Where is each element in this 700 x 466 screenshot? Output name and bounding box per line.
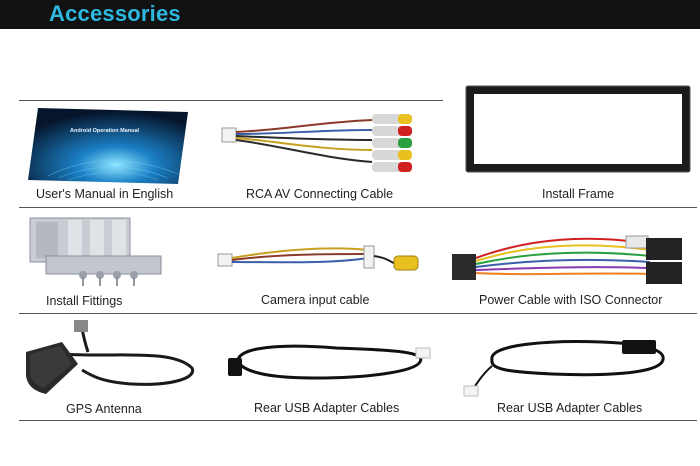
label-rear-usb-adapter-1: Rear USB Adapter Cables bbox=[254, 401, 400, 415]
rear-usb-adapter-cable-image-1 bbox=[228, 344, 431, 380]
gps-antenna-image bbox=[26, 320, 195, 394]
user-manual-image: Android Operation Manual bbox=[28, 108, 188, 184]
power-cable-iso-image bbox=[452, 235, 682, 284]
label-rear-usb-adapter-2: Rear USB Adapter Cables bbox=[497, 401, 643, 415]
camera-input-cable-image bbox=[217, 245, 419, 271]
row-divider-3 bbox=[19, 313, 697, 314]
row-divider-2 bbox=[19, 207, 697, 208]
row-divider-1 bbox=[19, 100, 443, 101]
label-users-manual: User's Manual in English bbox=[36, 187, 174, 201]
label-gps-antenna: GPS Antenna bbox=[66, 402, 142, 416]
rear-usb-adapter-cable-image-2 bbox=[463, 340, 665, 397]
label-install-frame: Install Frame bbox=[542, 187, 615, 201]
install-fittings-image bbox=[29, 217, 162, 286]
label-camera-input-cable: Camera input cable bbox=[261, 293, 370, 307]
header-bar: Accessories bbox=[0, 0, 700, 29]
page-title: Accessories bbox=[49, 1, 181, 26]
row-divider-4 bbox=[19, 420, 697, 421]
install-frame-image bbox=[465, 85, 691, 173]
label-power-cable-iso: Power Cable with ISO Connector bbox=[479, 293, 663, 307]
label-rca-av-cable: RCA AV Connecting Cable bbox=[246, 187, 394, 201]
label-install-fittings: Install Fittings bbox=[46, 294, 123, 308]
rca-av-cable-image bbox=[221, 114, 412, 172]
manual-cover-title: Android Operation Manual bbox=[70, 128, 140, 134]
